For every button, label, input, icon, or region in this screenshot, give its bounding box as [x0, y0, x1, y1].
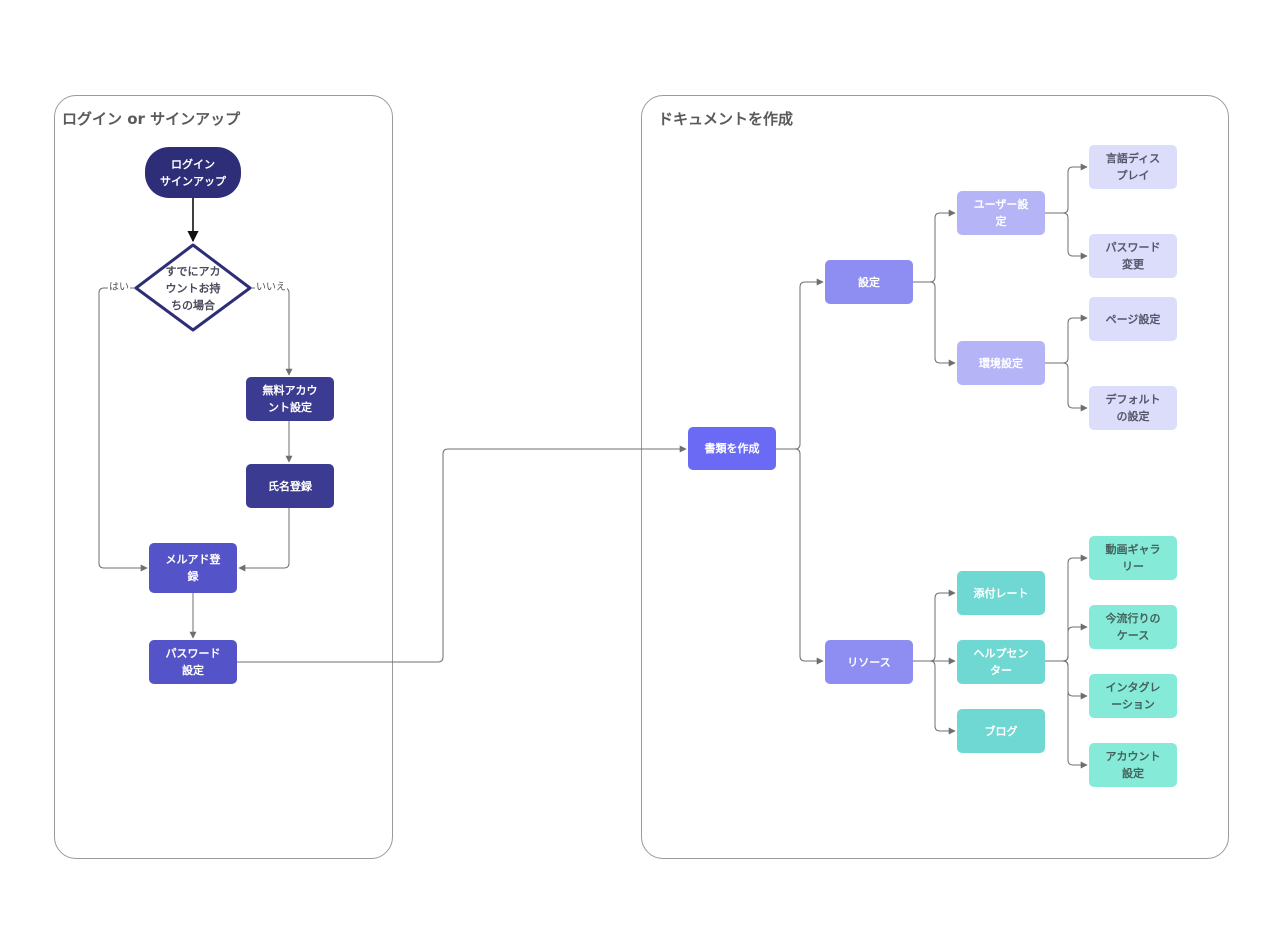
email-registration-node: メルアド登 録	[149, 543, 237, 593]
login-panel-title: ログイン or サインアップ	[62, 110, 241, 128]
decision-diamond	[134, 243, 252, 332]
resources-node: リソース	[825, 640, 913, 684]
password-setting-node: パスワード 設定	[149, 640, 237, 684]
help-center-node: ヘルプセン ター	[957, 640, 1045, 684]
user-settings-node: ユーザー設 定	[957, 191, 1045, 235]
create-document-node: 書類を作成	[688, 427, 776, 470]
start-node: ログイン サインアップ	[145, 147, 241, 198]
trending-cases-node: 今流行りの ケース	[1089, 605, 1177, 649]
name-registration-node: 氏名登録	[246, 464, 334, 508]
yes-edge-label: はい	[108, 282, 130, 294]
video-gallery-node: 動画ギャラ リー	[1089, 536, 1177, 580]
login-panel	[54, 95, 393, 859]
integration-node: インタグレ ーション	[1089, 674, 1177, 718]
free-account-node: 無料アカウ ント設定	[246, 377, 334, 421]
decision-node-label: すでにアカ ウントお持 ちの場合	[165, 264, 221, 312]
account-settings-node: アカウント 設定	[1089, 743, 1177, 787]
default-settings-node: デフォルト の設定	[1089, 386, 1177, 430]
settings-node: 設定	[825, 260, 913, 304]
blog-node: ブログ	[957, 709, 1045, 753]
language-display-node: 言語ディス プレイ	[1089, 145, 1177, 189]
environment-settings-node: 環境設定	[957, 341, 1045, 385]
password-change-node: パスワード 変更	[1089, 234, 1177, 278]
no-edge-label: いいえ	[255, 282, 287, 294]
document-panel	[641, 95, 1229, 859]
attachment-rate-node: 添付レート	[957, 571, 1045, 615]
document-panel-title: ドキュメントを作成	[658, 110, 794, 128]
page-settings-node: ページ設定	[1089, 297, 1177, 341]
